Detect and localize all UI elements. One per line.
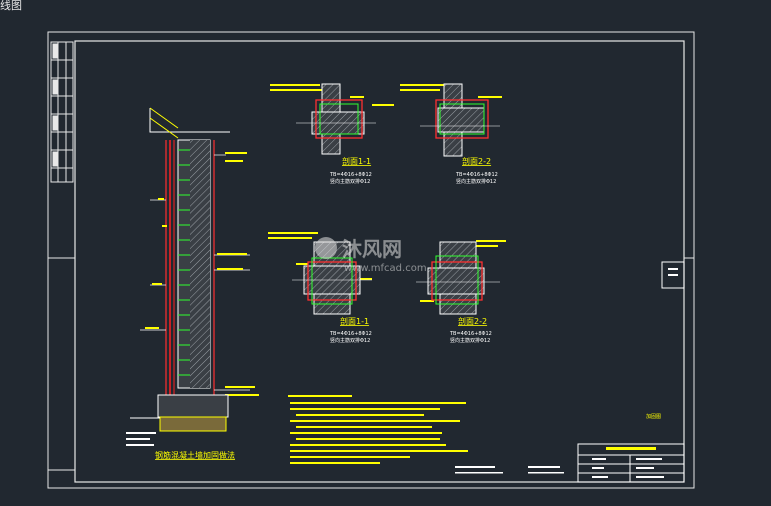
section-2-note-b: 竖向主筋双排Φ12 <box>456 178 496 185</box>
section-3-note-b: 竖向主筋双排Φ12 <box>330 337 370 344</box>
section-3-note-a: TB=4Φ16+8Φ12 <box>329 331 372 337</box>
watermark-brand: 沐风网 <box>342 237 402 261</box>
section-4-note-b: 竖向主筋双排Φ12 <box>450 337 490 344</box>
right-edge-marker <box>661 261 685 289</box>
section-4-note-a: TB=4Φ16+8Φ12 <box>449 331 492 337</box>
section-4-title: 剖面2-2 <box>458 316 487 326</box>
section-3-title: 剖面1-1 <box>340 316 369 326</box>
sheet-label: 加固图 <box>646 413 661 420</box>
section-1-note-b: 竖向主筋双排Φ12 <box>330 178 370 185</box>
watermark: 沐风网 www.mfcad.com <box>315 237 427 274</box>
section-1-note-a: TB=4Φ16+8Φ12 <box>329 172 372 178</box>
section-2-note-a: TB=4Φ16+8Φ12 <box>455 172 498 178</box>
watermark-logo-icon <box>315 237 337 259</box>
left-title-strip <box>50 41 74 183</box>
section-1-1-detail <box>270 83 394 155</box>
section-2-2-detail-lower <box>416 240 506 315</box>
section-1-title: 剖面1-1 <box>342 156 371 166</box>
section-2-title: 剖面2-2 <box>462 156 491 166</box>
section-2-2-detail <box>400 83 502 157</box>
general-notes-block <box>288 395 468 464</box>
signature-lines <box>455 466 564 474</box>
title-block <box>577 443 685 483</box>
wall-elevation <box>126 107 259 446</box>
main-drawing-title: 钢筋混凝土墙加固做法 <box>155 450 235 460</box>
watermark-url: www.mfcad.com <box>344 263 427 274</box>
window-title-fragment: 线图 <box>0 0 22 12</box>
